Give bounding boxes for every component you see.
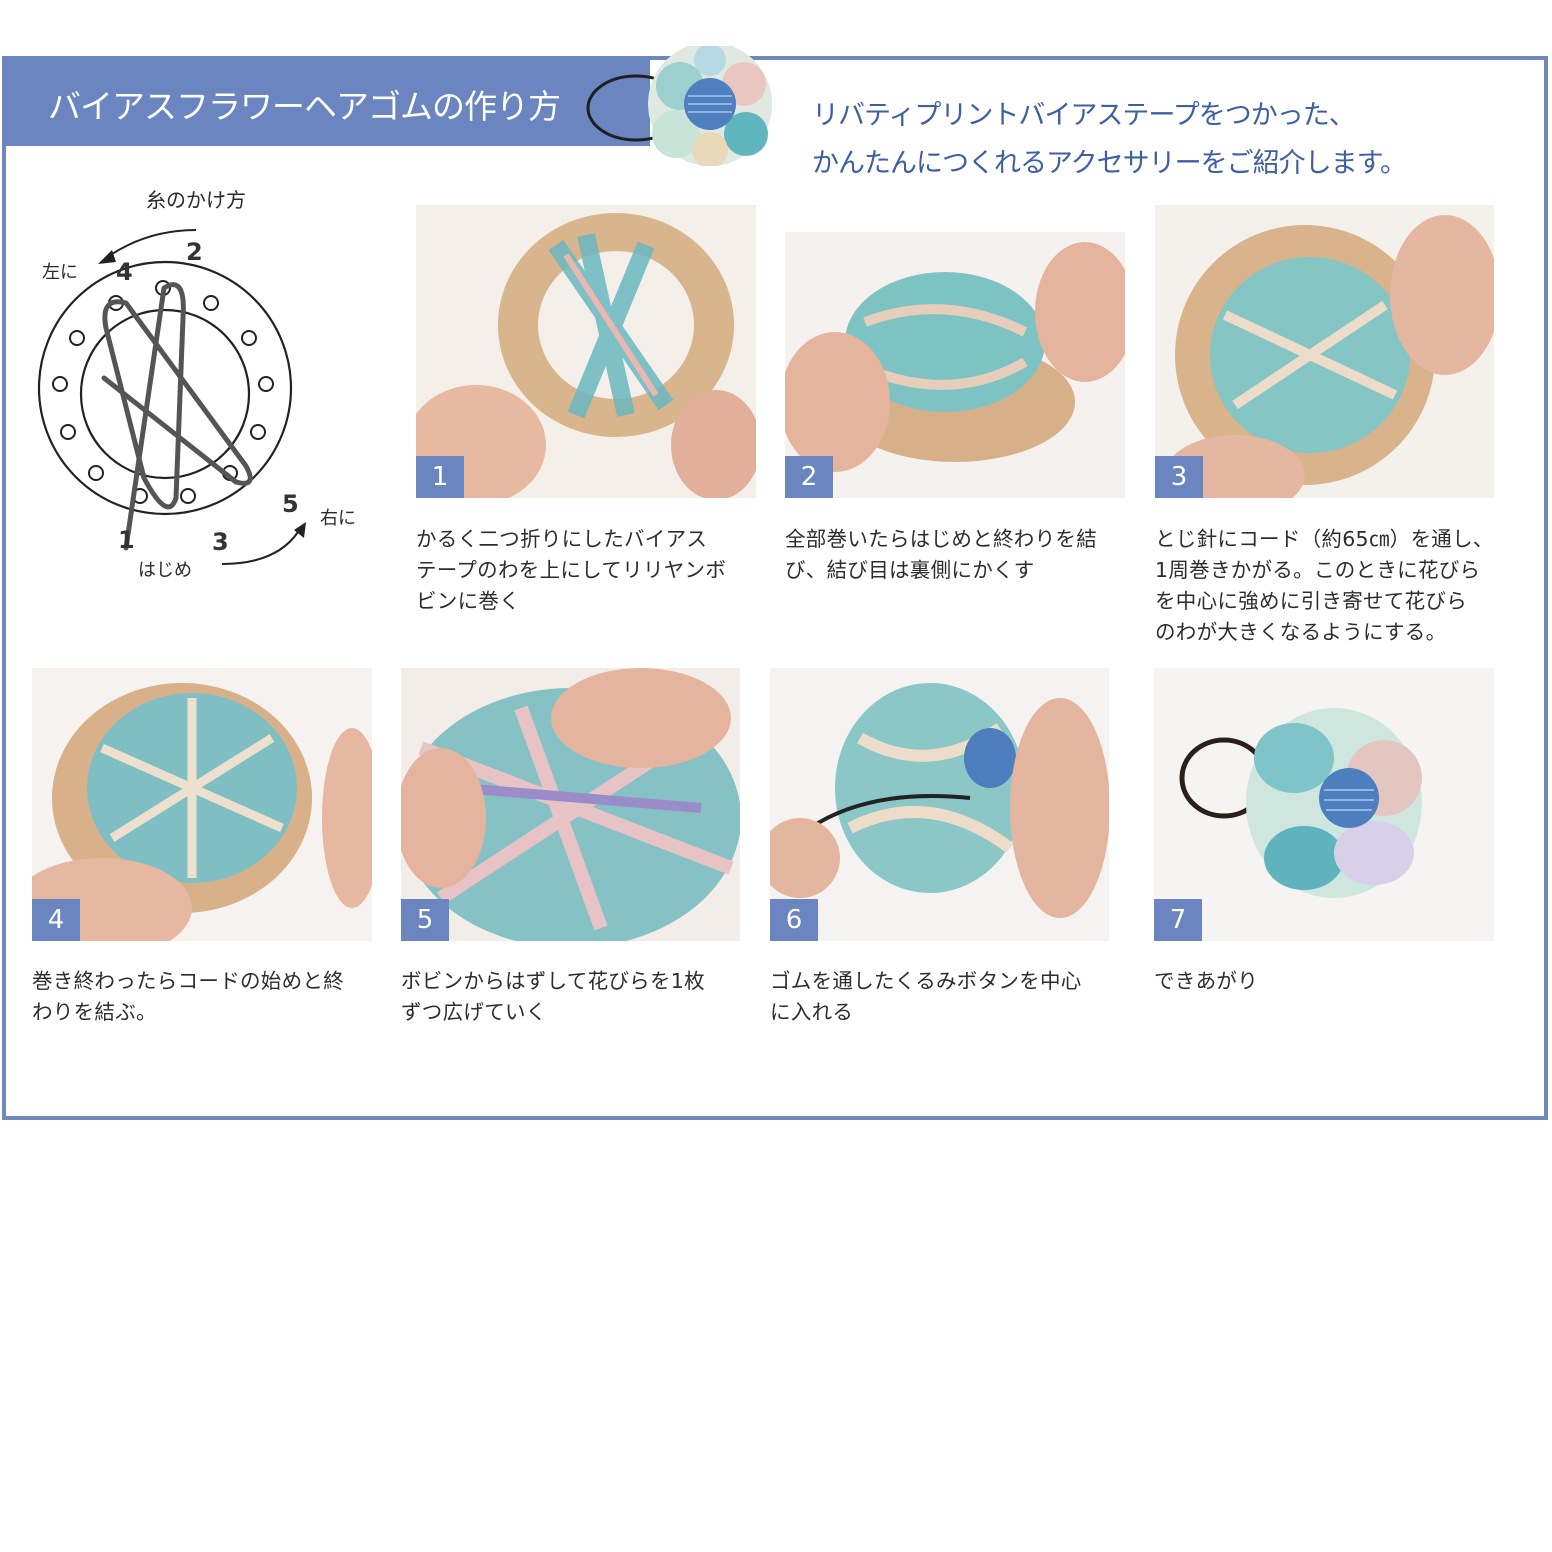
step-badge: 6 [770,899,818,941]
caption-line: わりを結ぶ。 [32,1000,157,1024]
caption-line: 巻き終わったらコードの始めと終 [32,969,344,993]
subtitle: リバティプリントバイアステープをつかった、 かんたんにつくれるアクセサリーをご紹… [812,92,1407,188]
caption-line: テープのわを上にしてリリヤンボ [416,558,727,582]
left-label: 左に [42,262,78,283]
step-badge: 4 [32,899,80,941]
start-label: はじめ [138,560,192,581]
subtitle-line-2: かんたんにつくれるアクセサリーをご紹介します。 [812,148,1407,179]
caption-line: 1周巻きかがる。このときに花びら [1155,558,1481,582]
step-4-caption: 巻き終わったらコードの始めと終 わりを結ぶ。 [32,966,344,1028]
caption-line: できあがり [1154,969,1258,993]
peg-number-2: 2 [186,238,203,266]
step-2-photo: 2 [785,232,1125,498]
step-5-photo: 5 [401,668,740,941]
caption-line: び、結び目は裏側にかくす [785,558,1035,582]
step-1-caption: かるく二つ折りにしたバイアス テープのわを上にしてリリヤンボ ビンに巻く [416,524,726,617]
caption-line: に入れる [770,1000,854,1024]
caption-line: を中心に強めに引き寄せて花びら [1155,589,1467,613]
page-frame [2,56,1548,1120]
peg-number-4: 4 [116,258,133,286]
page-title: バイアスフラワーヘアゴムの作り方 [48,87,561,126]
caption-line: ビンに巻く [416,589,520,613]
step-1-photo: 1 [416,205,756,498]
step-3-caption: とじ針にコード（約65㎝）を通し、 1周巻きかがる。このときに花びら を中心に強… [1155,524,1494,648]
header-band [2,56,650,146]
step-badge: 1 [416,456,464,498]
caption-line: 全部巻いたらはじめと終わりを結 [785,527,1097,551]
hero-flower-image [586,46,772,166]
caption-line: ボビンからはずして花びらを1枚 [401,969,705,993]
caption-line: のわが大きくなるようにする。 [1155,620,1447,644]
step-2-caption: 全部巻いたらはじめと終わりを結 び、結び目は裏側にかくす [785,524,1097,586]
step-badge: 7 [1154,899,1202,941]
step-4-photo: 4 [32,668,372,941]
step-6-caption: ゴムを通したくるみボタンを中心 に入れる [770,966,1082,1028]
step-badge: 2 [785,456,833,498]
step-badge: 3 [1155,456,1203,498]
step-3-photo: 3 [1155,205,1494,498]
right-label: 右に [320,508,356,529]
caption-line: ずつ広げていく [401,1000,547,1024]
threading-diagram: 糸のかけ方 左に 右に はじめ 4 2 5 1 3 [36,178,376,588]
step-6-photo: 6 [770,668,1109,941]
step-5-caption: ボビンからはずして花びらを1枚 ずつ広げていく [401,966,705,1028]
subtitle-line-1: リバティプリントバイアステープをつかった、 [812,100,1356,131]
caption-line: かるく二つ折りにしたバイアス [416,527,708,551]
caption-line: とじ針にコード（約65㎝）を通し、 [1155,527,1494,551]
peg-number-3: 3 [212,528,229,556]
diagram-title: 糸のかけ方 [146,188,246,212]
step-badge: 5 [401,899,449,941]
peg-number-1: 1 [118,526,135,554]
peg-number-5: 5 [282,490,299,518]
step-7-caption: できあがり [1154,966,1258,997]
step-7-photo: 7 [1154,668,1494,941]
caption-line: ゴムを通したくるみボタンを中心 [770,969,1082,993]
